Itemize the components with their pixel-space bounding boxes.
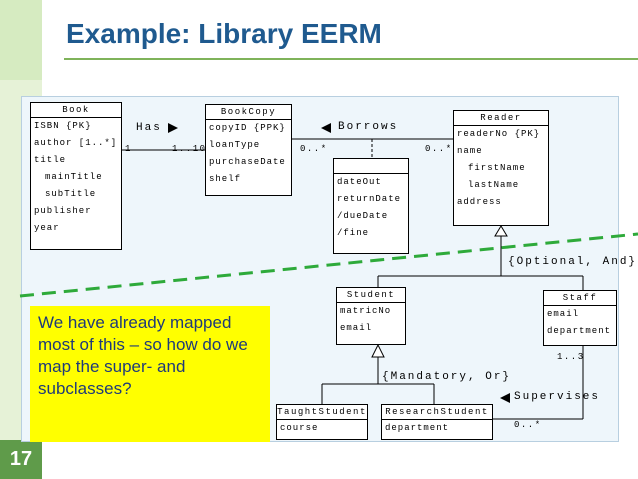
slide-sidebar-accent [0, 0, 42, 80]
attribute: email [547, 309, 580, 319]
attribute: lastName [468, 180, 520, 190]
entity-reader-name: Reader [454, 111, 548, 126]
attribute: title [34, 155, 67, 165]
association-class-header [334, 159, 408, 174]
relationship-has-label: Has [136, 122, 162, 134]
attribute: /fine [337, 228, 370, 238]
borrows-direction-arrow [321, 123, 331, 133]
supervises-direction-arrow [500, 393, 510, 403]
association-class-borrows: dateOut returnDate /dueDate /fine [333, 158, 409, 254]
entity-book: Book ISBN {PK} author [1..*] title mainT… [30, 102, 122, 250]
attribute: course [280, 423, 319, 433]
borrows-multiplicity-reader: 0..* [425, 144, 453, 154]
reader-specialisation-constraint: {Optional, And} [508, 256, 638, 268]
question-note: We have already mapped most of this – so… [30, 306, 270, 442]
has-multiplicity-bookcopy: 1..10 [172, 144, 207, 154]
attribute: year [34, 223, 60, 233]
supervises-multiplicity-staff: 1..3 [557, 352, 585, 362]
attribute: firstName [468, 163, 526, 173]
relationship-borrows-label: Borrows [338, 121, 399, 133]
entity-taughtstudent-name: TaughtStudent [277, 405, 367, 420]
divider-dashed-line [19, 232, 638, 298]
attribute: publisher [34, 206, 92, 216]
entity-researchstudent-name: ResearchStudent [382, 405, 492, 420]
entity-student-name: Student [337, 288, 405, 303]
has-multiplicity-book: 1 [125, 144, 132, 154]
attribute: author [1..*] [34, 138, 118, 148]
student-specialisation-constraint: {Mandatory, Or} [382, 371, 512, 383]
attribute: dateOut [337, 177, 382, 187]
attribute: readerNo {PK} [457, 129, 541, 139]
title-underline [64, 58, 638, 60]
has-direction-arrow [168, 123, 178, 133]
attribute: matricNo [340, 306, 392, 316]
supervises-multiplicity-student: 0..* [514, 420, 542, 430]
entity-staff-name: Staff [544, 291, 616, 306]
entity-bookcopy-name: BookCopy [206, 105, 291, 120]
attribute: shelf [209, 174, 242, 184]
attribute: email [340, 323, 373, 333]
attribute: copyID {PPK} [209, 123, 286, 133]
entity-book-name: Book [31, 103, 121, 118]
entity-reader: Reader readerNo {PK} name firstName last… [453, 110, 549, 226]
entity-bookcopy: BookCopy copyID {PPK} loanType purchaseD… [205, 104, 292, 196]
attribute: address [457, 197, 502, 207]
slide-title: Example: Library EERM [66, 18, 382, 49]
attribute: ISBN {PK} [34, 121, 92, 131]
entity-researchstudent: ResearchStudent department [381, 404, 493, 440]
entity-student: Student matricNo email [336, 287, 406, 345]
entity-taughtstudent: TaughtStudent course [276, 404, 368, 440]
attribute: subTitle [45, 189, 97, 199]
attribute: /dueDate [337, 211, 389, 221]
page-number: 17 [0, 440, 42, 479]
attribute: department [547, 326, 612, 336]
attribute: department [385, 423, 450, 433]
entity-staff: Staff email department [543, 290, 617, 346]
attribute: name [457, 146, 483, 156]
attribute: mainTitle [45, 172, 103, 182]
attribute: loanType [209, 140, 261, 150]
relationship-supervises-label: Supervises [514, 391, 601, 403]
attribute: purchaseDate [209, 157, 286, 167]
attribute: returnDate [337, 194, 402, 204]
borrows-multiplicity-bookcopy: 0..* [300, 144, 328, 154]
